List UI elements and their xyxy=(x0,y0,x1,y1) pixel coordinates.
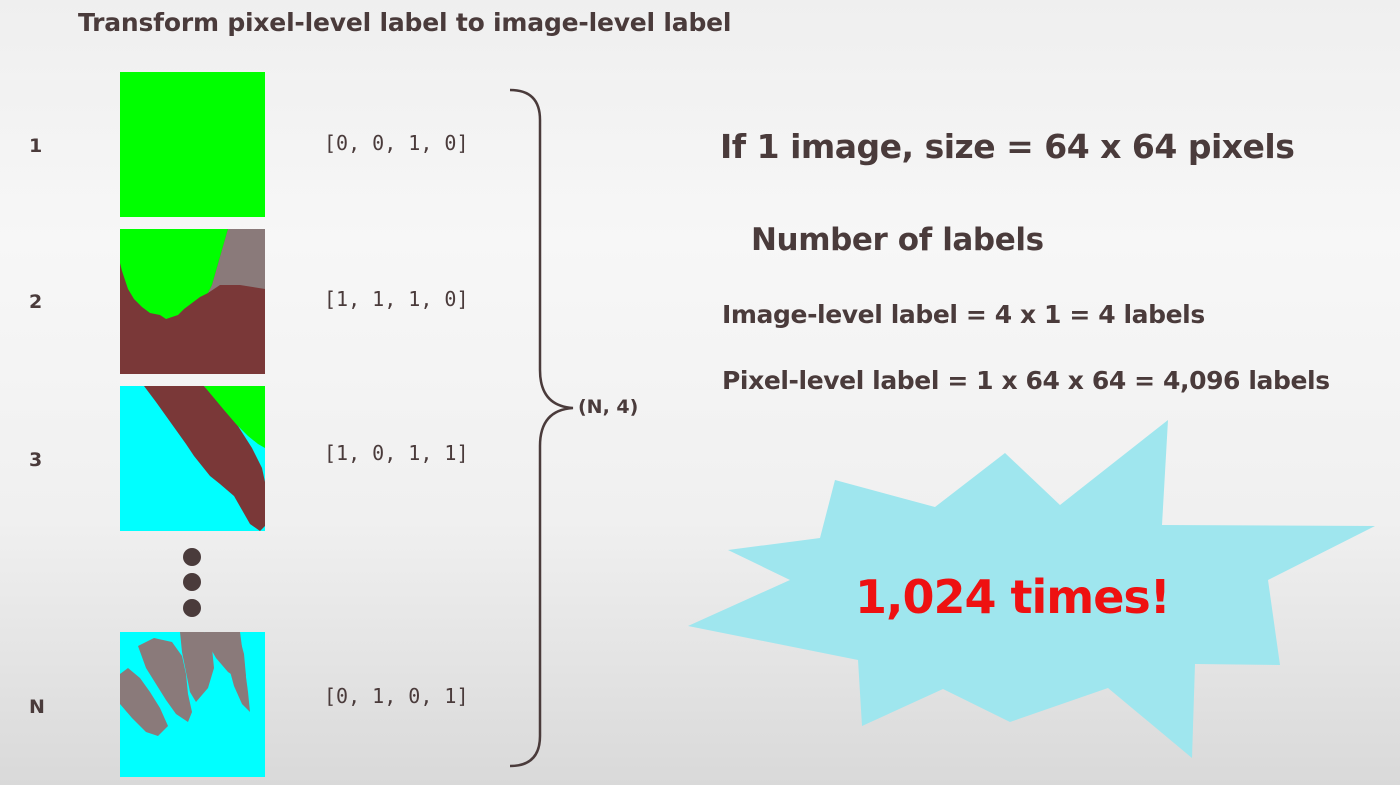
label-vector-1: [0, 0, 1, 0] xyxy=(324,131,469,155)
ellipsis-dot xyxy=(183,573,201,591)
row-index-1: 1 xyxy=(29,135,43,157)
number-of-labels-heading: Number of labels xyxy=(751,222,1044,258)
row-index-n: N xyxy=(29,696,45,718)
stack-shape-label: (N, 4) xyxy=(578,396,639,418)
label-vector-2: [1, 1, 1, 0] xyxy=(324,287,469,311)
mask-thumbnail-2 xyxy=(120,229,265,374)
callout-text: 1,024 times! xyxy=(855,570,1171,624)
slide-title: Transform pixel-level label to image-lev… xyxy=(78,8,732,37)
mask-thumbnail-3 xyxy=(120,386,265,531)
ellipsis-dot xyxy=(183,548,201,566)
mask-thumbnail-n xyxy=(120,632,265,777)
pixel-level-calculation: Pixel-level label = 1 x 64 x 64 = 4,096 … xyxy=(722,366,1330,395)
ellipsis-dot xyxy=(183,599,201,617)
mask-thumbnail-1 xyxy=(120,72,265,217)
label-vector-3: [1, 0, 1, 1] xyxy=(324,441,469,465)
image-size-statement: If 1 image, size = 64 x 64 pixels xyxy=(720,127,1295,166)
right-curly-brace xyxy=(509,88,574,768)
label-vector-n: [0, 1, 0, 1] xyxy=(324,684,469,708)
image-level-calculation: Image-level label = 4 x 1 = 4 labels xyxy=(722,300,1205,329)
row-index-3: 3 xyxy=(29,449,43,471)
row-index-2: 2 xyxy=(29,291,43,313)
